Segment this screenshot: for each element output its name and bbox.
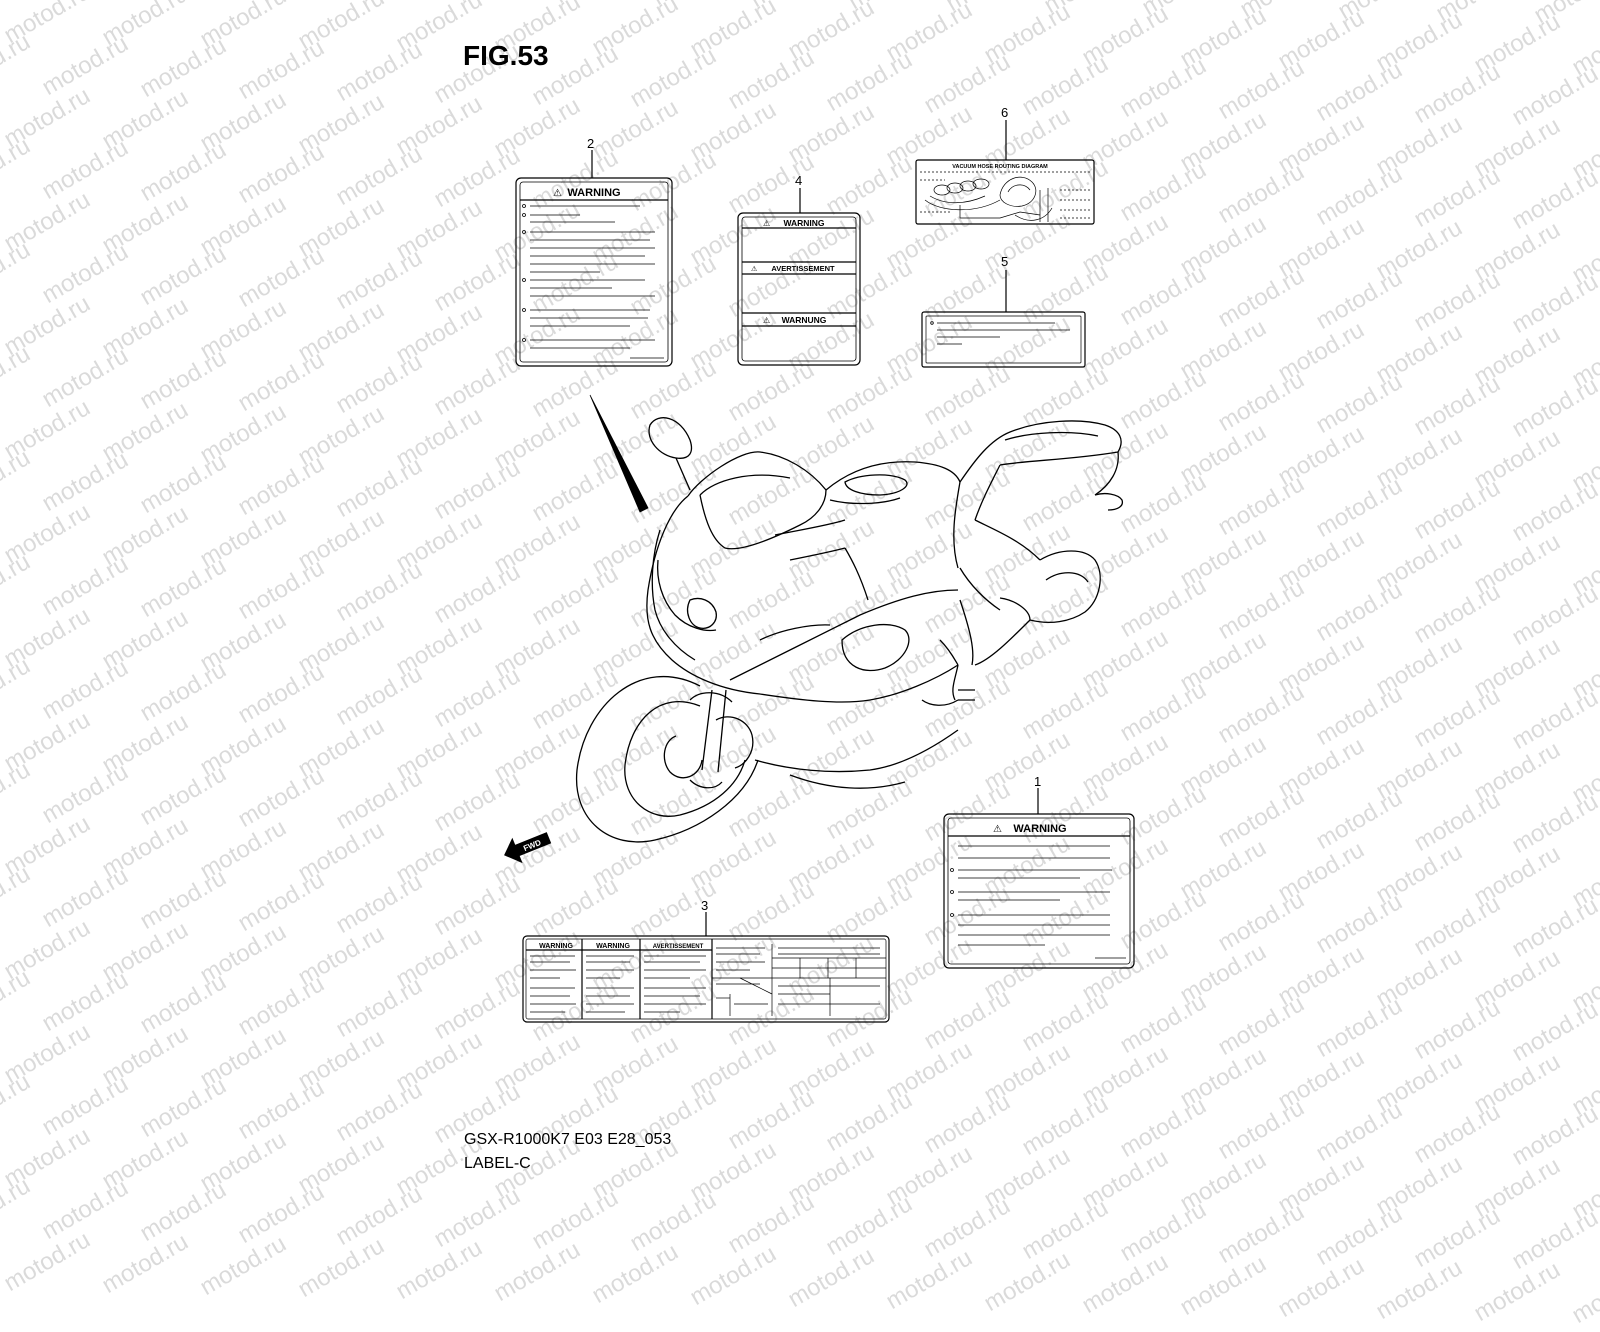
motorcycle-outline xyxy=(575,417,1124,843)
callout-1: 1 xyxy=(1034,774,1041,789)
watermark-text: motod.ru xyxy=(391,1234,487,1305)
watermark-text: motod.ru xyxy=(195,1230,291,1301)
watermark-text: motod.ru xyxy=(1567,1258,1600,1329)
warning-triangle-icon: ⚠ xyxy=(553,188,562,199)
label-3-heading-1: WARNING xyxy=(539,943,573,950)
callout-4: 4 xyxy=(795,173,802,188)
model-code: GSX-R1000K7 E03 E28_053 xyxy=(464,1131,672,1148)
watermark-text: motod.ru xyxy=(1017,1194,1113,1265)
watermark-text: motod.ru xyxy=(1469,1256,1565,1327)
watermark-text: motod.ru xyxy=(1077,1248,1173,1319)
watermark-text: motod.ru xyxy=(293,1232,389,1303)
watermark-text: motod.ru xyxy=(1311,1200,1407,1271)
watermark-text: motod.ru xyxy=(587,1238,683,1309)
watermark-text: motod.ru xyxy=(783,1242,879,1313)
label-6-heading: VACUUM HOSE ROUTING DIAGRAM xyxy=(952,164,1048,170)
vacuum-hose-schematic xyxy=(920,171,1090,222)
watermark-text: motod.ru xyxy=(1213,1198,1309,1269)
leader-wedge xyxy=(589,394,649,513)
watermark-text: motod.ru xyxy=(1175,1250,1271,1321)
label-1[interactable]: 1 WARNING ⚠ xyxy=(943,774,1135,969)
watermark-text: motod.ru xyxy=(1409,1202,1505,1273)
label-3-tire-table xyxy=(712,944,886,1016)
figure-subtitle: LABEL-C xyxy=(464,1155,531,1172)
callout-5: 5 xyxy=(1001,254,1008,269)
warning-triangle-icon: ⚠ xyxy=(993,824,1002,835)
label-1-heading: WARNING xyxy=(1013,823,1066,835)
label-4[interactable]: 4 WARNING ⚠ AVERTISSEMENT ⚠ WARNUNG ⚠ xyxy=(737,173,861,366)
label-2-text-lines xyxy=(522,204,664,359)
label-4-heading-3: WARNUNG xyxy=(782,315,827,325)
watermark-text: motod.ru xyxy=(821,1190,917,1261)
watermark-text: motod.ru xyxy=(919,1192,1015,1263)
label-4-heading-1: WARNING xyxy=(783,218,824,228)
warning-triangle-icon: ⚠ xyxy=(763,219,770,228)
watermark-text: motod.ru xyxy=(1507,1204,1600,1275)
label-5[interactable]: 5 xyxy=(921,254,1086,368)
watermark-text: motod.ru xyxy=(685,1240,781,1311)
watermark-text: motod.ru xyxy=(97,1228,193,1299)
callout-2: 2 xyxy=(587,136,594,151)
label-6[interactable]: 6 VACUUM HOSE ROUTING DIAGRAM xyxy=(915,105,1095,225)
fwd-direction-marker: FWD xyxy=(504,832,552,864)
callout-3: 3 xyxy=(701,898,708,913)
warning-triangle-icon: ⚠ xyxy=(763,316,770,325)
watermark-text: motod.ru xyxy=(881,1244,977,1315)
watermark-text: motod.ru xyxy=(979,1246,1075,1317)
label-2-heading: WARNING xyxy=(567,187,620,199)
warning-triangle-icon: ⚠ xyxy=(751,265,757,273)
label-4-heading-2: AVERTISSEMENT xyxy=(771,264,835,273)
watermark-text: motod.ru xyxy=(0,1226,95,1297)
label-3-heading-3: AVERTISSEMENT xyxy=(653,944,704,950)
label-3-text-lines xyxy=(530,955,706,1013)
label-5-text-lines xyxy=(930,321,1070,345)
label-1-text-lines xyxy=(950,845,1126,959)
watermark-text: motod.ru xyxy=(1371,1254,1467,1325)
watermark-text: motod.ru xyxy=(1273,1252,1369,1323)
label-3[interactable]: 3 WARNING WARNING AVERTISSEMENT xyxy=(522,898,890,1023)
label-2[interactable]: 2 WARNING ⚠ xyxy=(515,136,673,367)
figure-title: FIG.53 xyxy=(463,40,549,71)
callout-6: 6 xyxy=(1001,105,1008,120)
watermark-text: motod.ru xyxy=(489,1236,585,1307)
watermark-text: motod.ru xyxy=(1115,1196,1211,1267)
label-3-heading-2: WARNING xyxy=(596,943,630,950)
parts-diagram: 2 WARNING ⚠ 4 xyxy=(504,105,1135,1023)
